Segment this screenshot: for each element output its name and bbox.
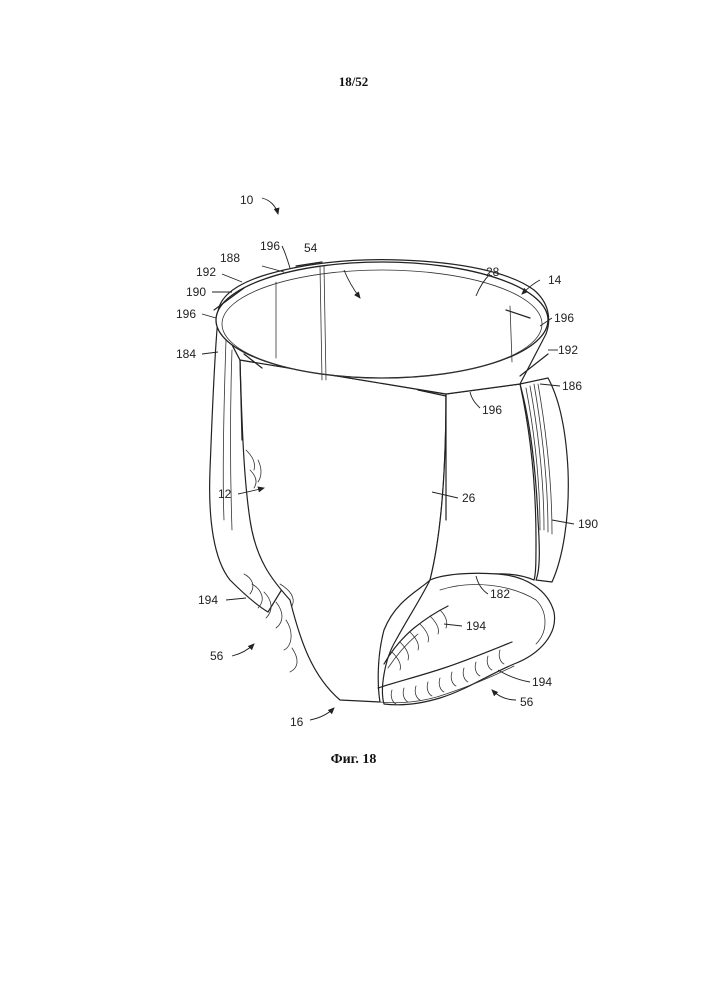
ref-26: 26 [462, 491, 476, 505]
ref-190-right: 190 [578, 517, 598, 531]
ref-10: 10 [240, 193, 254, 207]
ref-14: 14 [548, 273, 562, 287]
waist-opening [216, 262, 548, 378]
ref-196-front: 196 [482, 403, 502, 417]
ref-192-right: 192 [558, 343, 578, 357]
absorbent-article-drawing [210, 260, 569, 705]
ref-16: 16 [290, 715, 304, 729]
ref-194-middle: 194 [466, 619, 486, 633]
ref-188: 188 [220, 251, 240, 265]
ref-196-top: 196 [260, 239, 280, 253]
ref-194-right: 194 [532, 675, 552, 689]
ref-196-right: 196 [554, 311, 574, 325]
ref-56-left: 56 [210, 649, 224, 663]
ref-192-left: 192 [196, 265, 216, 279]
ref-184: 184 [176, 347, 196, 361]
ref-28: 28 [486, 265, 500, 279]
ref-182: 182 [490, 587, 510, 601]
ref-196-left: 196 [176, 307, 196, 321]
ref-54: 54 [304, 241, 318, 255]
ref-186: 186 [562, 379, 582, 393]
figure-caption: Фиг. 18 [0, 752, 707, 768]
ref-56-right: 56 [520, 695, 534, 709]
ref-194-left: 194 [198, 593, 218, 607]
ref-12: 12 [218, 487, 232, 501]
ref-190-left: 190 [186, 285, 206, 299]
